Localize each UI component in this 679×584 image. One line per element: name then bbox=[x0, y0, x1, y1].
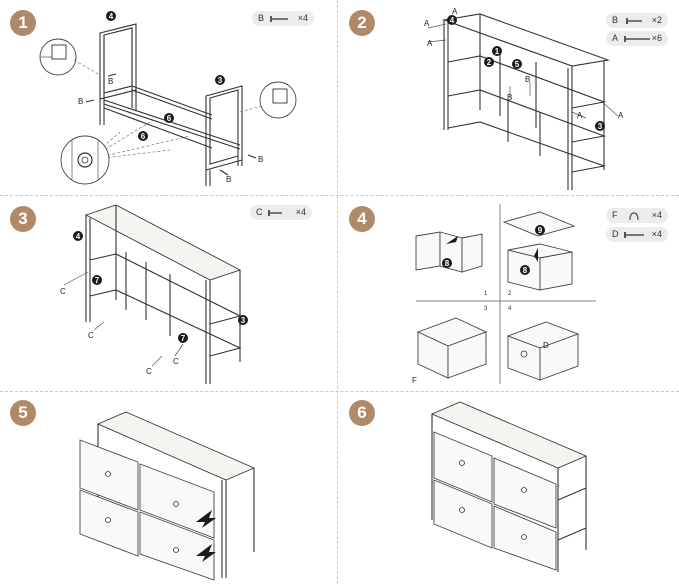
screw-label-b: B bbox=[78, 97, 83, 106]
callout-9: 9 bbox=[538, 226, 543, 235]
step-5-diagram bbox=[79, 411, 256, 581]
screw-label-c: C bbox=[60, 287, 66, 296]
part-qty: ×4 bbox=[297, 13, 308, 23]
step-1-callouts: 4 3 6 6 B B B B bbox=[78, 11, 263, 184]
screw-label-b: B bbox=[258, 155, 263, 164]
step-6-badge: 6 bbox=[349, 400, 375, 426]
step-1-parts-b: B ×4 bbox=[252, 11, 314, 26]
callout-6-detail: 6 bbox=[141, 132, 146, 141]
quadrant-2: 2 bbox=[508, 291, 512, 297]
screw-label-b: B bbox=[108, 77, 113, 86]
step-6-diagram bbox=[430, 401, 588, 572]
screw-label-a: A bbox=[618, 111, 624, 120]
callout-8-a: 8 bbox=[445, 259, 450, 268]
screw-label-a: A bbox=[424, 19, 430, 28]
screw-label-b: B bbox=[226, 175, 231, 184]
screw-icon bbox=[270, 16, 288, 22]
quadrant-4: 4 bbox=[508, 306, 512, 312]
handle-icon bbox=[629, 212, 639, 221]
step-4-parts-f: F ×4 bbox=[606, 208, 668, 223]
callout-7-right: 7 bbox=[181, 334, 186, 343]
divider-column bbox=[337, 0, 338, 584]
screw-icon bbox=[626, 18, 642, 24]
step-5-badge: 5 bbox=[10, 400, 36, 426]
part-qty: ×4 bbox=[651, 229, 662, 239]
insert-label-d: D bbox=[543, 341, 549, 350]
step-3-badge: 3 bbox=[10, 206, 36, 232]
quadrant-3: 3 bbox=[484, 306, 488, 312]
screw-label-b: B bbox=[525, 75, 530, 84]
step-3-parts-c: C ×4 bbox=[250, 205, 312, 220]
step-4-badge: 4 bbox=[349, 206, 375, 232]
callout-6-bar: 6 bbox=[167, 114, 172, 123]
step-2-callouts: 4 3 1 2 5 A A A A A B B bbox=[424, 7, 624, 131]
callout-7-left: 7 bbox=[95, 276, 100, 285]
divider-row2 bbox=[0, 391, 679, 392]
step-2-parts-a: A ×6 bbox=[606, 31, 668, 46]
callout-4: 4 bbox=[109, 12, 114, 21]
part-letter: D bbox=[612, 229, 619, 239]
screw-label-a: A bbox=[452, 7, 458, 16]
callout-2: 2 bbox=[487, 58, 492, 67]
callout-5: 5 bbox=[515, 60, 520, 69]
step-3-diagram bbox=[63, 204, 242, 384]
divider-row1 bbox=[0, 195, 679, 196]
step-4-parts-d: D ×4 bbox=[606, 227, 668, 242]
part-letter: A bbox=[612, 33, 619, 43]
screw-label-a: A bbox=[577, 111, 583, 120]
step-4-callouts: 8 9 8 F D 1 2 3 4 bbox=[412, 225, 549, 385]
step-1-diagram bbox=[39, 23, 297, 186]
part-qty: ×2 bbox=[651, 15, 662, 25]
step-1-badge: 1 bbox=[10, 10, 36, 36]
long-screw-icon bbox=[624, 36, 650, 42]
part-letter: F bbox=[612, 210, 618, 220]
part-qty: ×6 bbox=[651, 33, 662, 43]
part-letter: B bbox=[258, 13, 265, 23]
part-qty: ×4 bbox=[295, 207, 306, 217]
callout-3: 3 bbox=[218, 76, 223, 85]
screw-label-b: B bbox=[507, 93, 512, 102]
step-3-callouts: 4 3 7 7 C C C C bbox=[60, 231, 248, 376]
callout-1: 1 bbox=[495, 47, 500, 56]
screw-label-c: C bbox=[173, 357, 179, 366]
screw-label-a: A bbox=[427, 39, 433, 48]
part-letter: B bbox=[612, 15, 619, 25]
screw-label-c: C bbox=[88, 331, 94, 340]
step-4-diagram bbox=[415, 204, 596, 384]
screw-icon bbox=[268, 210, 282, 216]
part-letter: C bbox=[256, 207, 263, 217]
handle-label-f: F bbox=[412, 376, 417, 385]
callout-3: 3 bbox=[241, 316, 246, 325]
step-2-diagram bbox=[427, 13, 619, 190]
quadrant-1: 1 bbox=[484, 291, 488, 297]
step-2-parts-b: B ×2 bbox=[606, 13, 668, 28]
step-2-badge: 2 bbox=[349, 10, 375, 36]
callout-3: 3 bbox=[598, 122, 603, 131]
part-qty: ×4 bbox=[651, 210, 662, 220]
callout-4: 4 bbox=[450, 16, 455, 25]
callout-4: 4 bbox=[76, 232, 81, 241]
callout-8-b: 8 bbox=[523, 266, 528, 275]
screw-icon bbox=[624, 232, 644, 238]
screw-label-c: C bbox=[146, 367, 152, 376]
